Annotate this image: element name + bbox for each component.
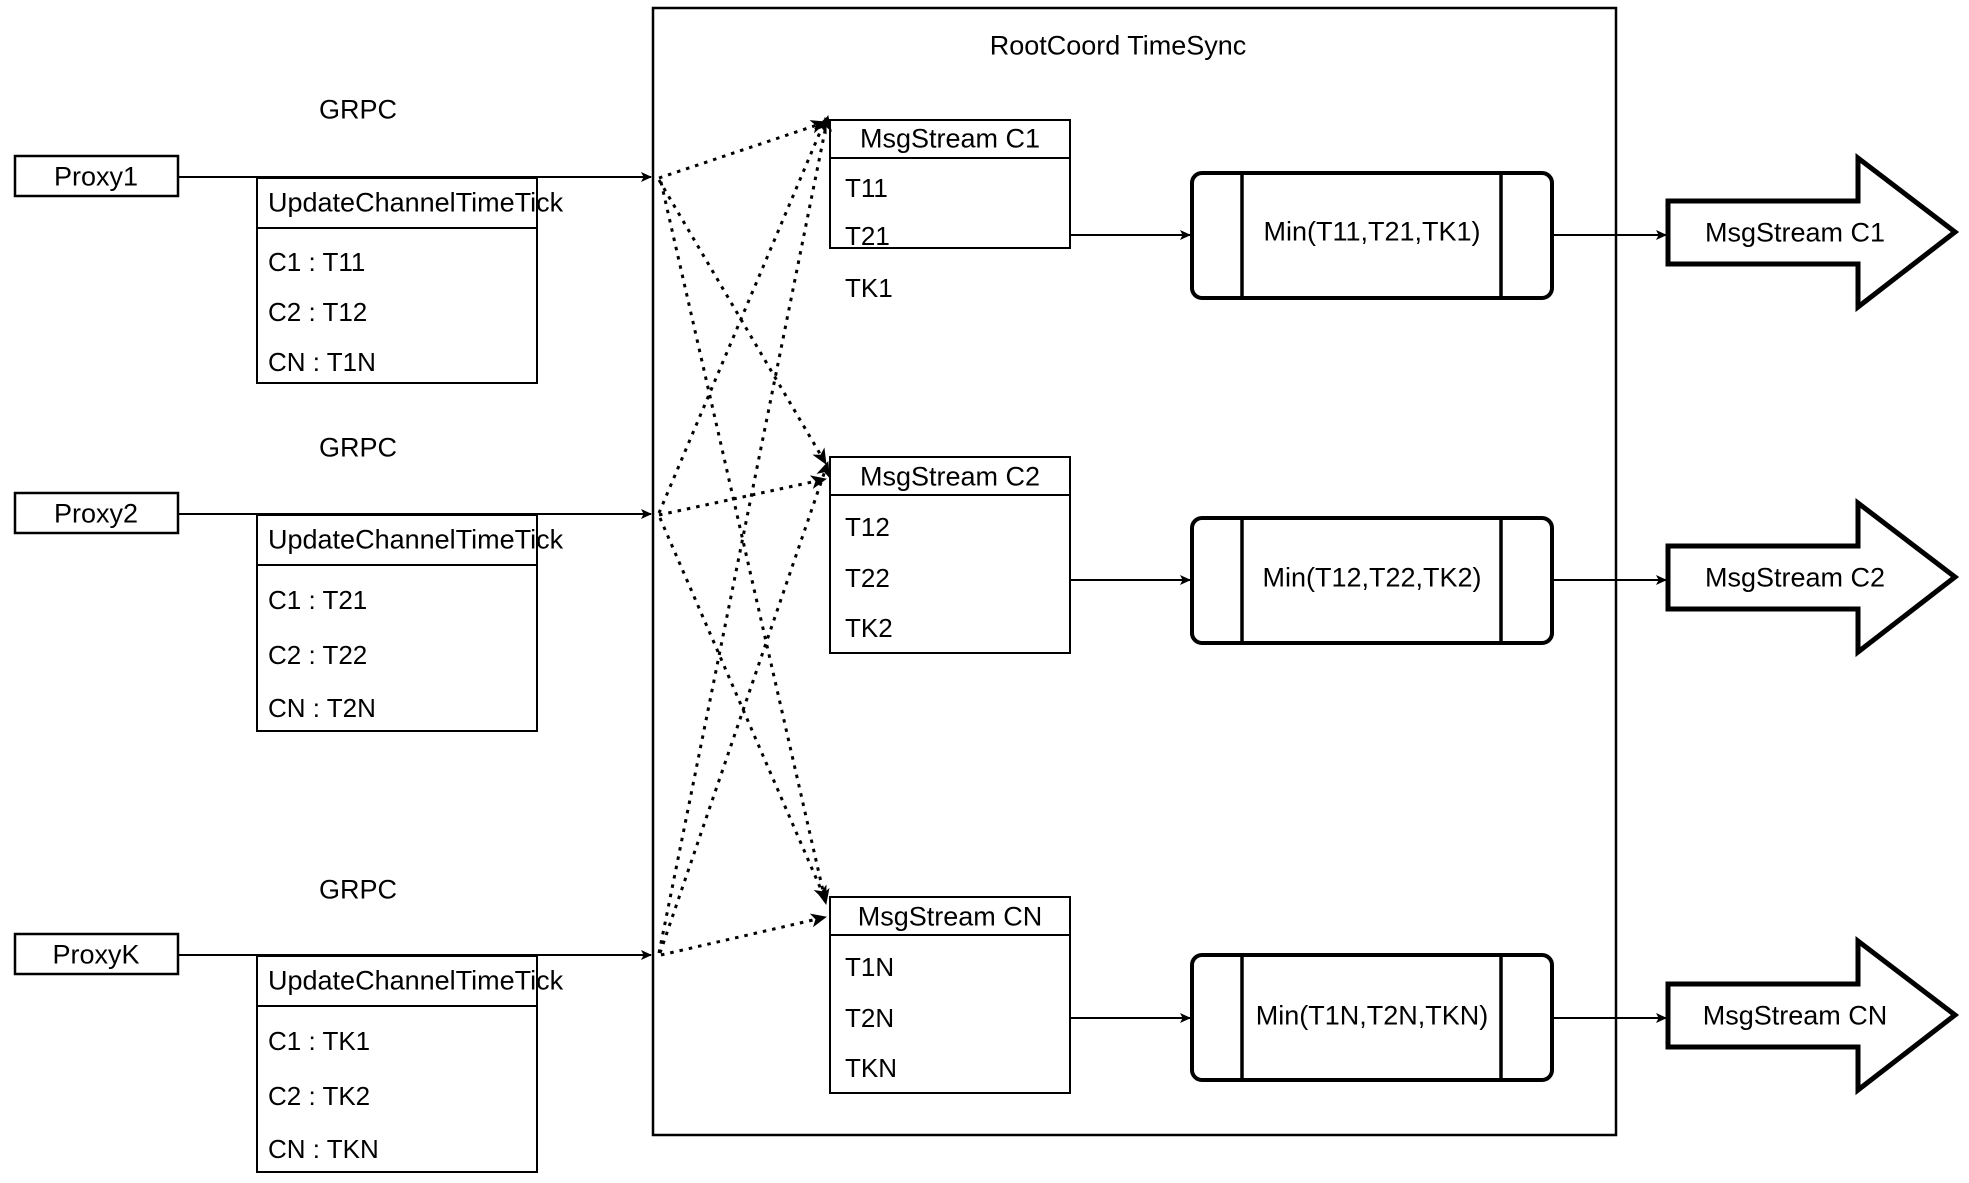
output-label-3: MsgStream CN — [1702, 1000, 1888, 1031]
update-tick-entry-1-2: CN : T1N — [268, 347, 376, 377]
msgstream-tick-3-2: TKN — [845, 1053, 897, 1083]
proxy-label-2: Proxy2 — [53, 498, 139, 529]
container-title: RootCoord TimeSync — [989, 30, 1247, 61]
msgstream-tick-2-1: T22 — [845, 563, 890, 593]
dotted-edge-pk-cn — [660, 913, 827, 957]
grpc-label-1: GRPC — [318, 94, 398, 125]
min-label-1: Min(T11,T21,TK1) — [1263, 216, 1481, 247]
update-tick-entry-3-2: CN : TKN — [268, 1134, 379, 1164]
proxy-label-3: ProxyK — [52, 939, 140, 970]
msgstream-tick-1-2: TK1 — [845, 273, 893, 303]
dotted-edge-p1-cn — [659, 181, 830, 905]
msgstream-box-3 — [829, 896, 1071, 1094]
rootcoord-timesync-container — [651, 6, 1618, 1137]
msgstream-box-1 — [829, 119, 1071, 249]
min-label-2: Min(T12,T22,TK2) — [1262, 562, 1482, 593]
grpc-label-2: GRPC — [318, 432, 398, 463]
msgstream-tick-1-0: T11 — [845, 173, 888, 203]
dotted-edge-p1-c1 — [658, 120, 827, 180]
dotted-edge-pk-c1 — [657, 115, 832, 954]
dotted-edge-p1-c2 — [657, 179, 828, 465]
msgstream-tick-1-1: T21 — [845, 221, 890, 251]
msgstream-title-2: MsgStream C2 — [859, 461, 1041, 492]
update-tick-entry-2-1: C2 : T22 — [268, 640, 368, 670]
update-tick-entry-1-0: C1 : T11 — [268, 247, 366, 277]
output-block-arrow-3 — [1665, 935, 1960, 1096]
msgstream-box-2 — [829, 456, 1071, 654]
proxy-box-1[interactable] — [13, 154, 180, 198]
grpc-label-3: GRPC — [318, 874, 398, 905]
update-tick-box-2 — [256, 514, 538, 732]
msgstream-tick-3-0: T1N — [845, 952, 895, 982]
output-label-2: MsgStream C2 — [1704, 562, 1886, 593]
update-tick-entry-3-1: C2 : TK2 — [268, 1081, 371, 1111]
msgstream-tick-2-2: TK2 — [845, 613, 893, 643]
output-block-arrow-1 — [1665, 152, 1960, 313]
proxy-box-3[interactable] — [13, 932, 180, 976]
msgstream-tick-2-0: T12 — [845, 512, 890, 542]
update-tick-box-3 — [256, 955, 538, 1173]
output-label-1: MsgStream C1 — [1704, 217, 1886, 248]
update-tick-entry-2-0: C1 : T21 — [268, 585, 368, 615]
update-tick-box-1 — [256, 177, 538, 384]
update-tick-entry-2-2: CN : T2N — [268, 693, 376, 723]
msgstream-tick-3-1: T2N — [845, 1003, 895, 1033]
update-tick-entry-3-0: C1 : TK1 — [268, 1026, 371, 1056]
dotted-edge-p2-c1 — [657, 117, 828, 514]
dotted-edge-pk-c2 — [658, 461, 830, 954]
proxy-label-1: Proxy1 — [53, 161, 139, 192]
msgstream-title-3: MsgStream CN — [857, 901, 1043, 932]
update-tick-entry-1-1: C2 : T12 — [268, 297, 368, 327]
proxy-box-2[interactable] — [13, 491, 180, 535]
update-tick-title-2: UpdateChannelTimeTick — [268, 524, 564, 555]
msgstream-title-1: MsgStream C1 — [859, 123, 1041, 154]
update-tick-title-3: UpdateChannelTimeTick — [268, 965, 564, 996]
dotted-edge-p2-cn — [658, 517, 828, 902]
dotted-edge-p2-c2 — [658, 475, 827, 517]
min-label-3: Min(T1N,T2N,TKN) — [1255, 1000, 1489, 1031]
output-block-arrow-2 — [1665, 497, 1960, 658]
update-tick-title-1: UpdateChannelTimeTick — [268, 187, 564, 218]
